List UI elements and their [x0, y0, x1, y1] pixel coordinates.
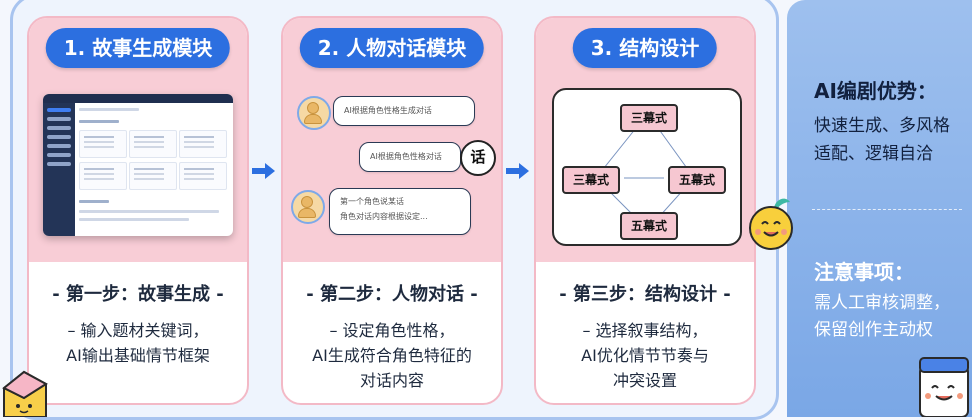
advantages-line: 快速生成、多风格	[814, 116, 950, 136]
notes-text: 需人工审核调整， 保留创作主动权	[814, 290, 950, 344]
description-line: 对话内容	[359, 371, 424, 390]
structure-node: 五幕式	[668, 166, 726, 194]
card-illustration-area: 1. 故事生成模块	[29, 18, 247, 262]
advantages-title: AI编剧优势：	[814, 79, 937, 103]
info-panel	[787, 0, 972, 417]
story-generation-card: 1. 故事生成模块 - 第一步：故事生成 - – 输入题材关键词， AI输出基础…	[27, 16, 249, 405]
card-illustration-area: 2. 人物对话模块 AI根据角色性格生成对话 AI根据角色性格对话 话 第一个角…	[283, 18, 501, 262]
chat-bubble: AI根据角色性格对话	[359, 142, 461, 172]
description-line: AI生成符合角色特征的	[312, 346, 472, 365]
step-description: – 选择叙事结构， AI优化情节节奏与 冲突设置	[536, 318, 754, 393]
description-line: AI输出基础情节框架	[66, 346, 210, 365]
description-line: 冲突设置	[612, 371, 677, 390]
bubble-line: 角色对话内容根据设定...	[340, 212, 428, 221]
description-line: AI优化情节节奏与	[581, 346, 709, 365]
divider	[812, 209, 962, 210]
smiley-mascot-icon	[749, 198, 793, 250]
structure-node: 三幕式	[562, 166, 620, 194]
structure-diagram: 三幕式 三幕式 五幕式 五幕式	[552, 88, 742, 246]
step-label: - 第二步：人物对话 -	[306, 284, 478, 305]
module-title-pill: 3. 结构设计	[572, 28, 718, 68]
bubble-line: 第一个角色说某话	[340, 197, 404, 206]
step-description: – 设定角色性格， AI生成符合角色特征的 对话内容	[283, 318, 501, 393]
description-line: – 输入题材关键词，	[67, 321, 209, 340]
module-title-pill: 1. 故事生成模块	[45, 28, 231, 68]
step-description: – 输入题材关键词， AI输出基础情节框架	[29, 318, 247, 368]
chat-bubble: AI根据角色性格生成对话	[333, 96, 475, 126]
notes-title: 注意事项：	[814, 260, 914, 284]
structure-node: 三幕式	[620, 104, 678, 132]
user-avatar-icon	[297, 96, 331, 130]
card-illustration-area: 3. 结构设计 三幕式 三幕式 五幕式 五幕式	[536, 18, 754, 262]
step-label: - 第三步：结构设计 -	[559, 284, 731, 305]
advantages-line: 适配、逻辑自洽	[814, 144, 933, 164]
notes-line: 保留创作主动权	[814, 320, 933, 340]
advantages-text: 快速生成、多风格 适配、逻辑自洽	[814, 112, 950, 168]
structure-card: 3. 结构设计 三幕式 三幕式 五幕式 五幕式 - 第三步：结构设计 - – 选…	[534, 16, 756, 405]
module-title-pill: 2. 人物对话模块	[299, 28, 485, 68]
dialogue-card: 2. 人物对话模块 AI根据角色性格生成对话 AI根据角色性格对话 话 第一个角…	[281, 16, 503, 405]
robot-mascot-icon	[919, 357, 969, 417]
dashboard-screenshot	[43, 94, 233, 236]
cube-mascot-icon	[2, 370, 48, 417]
structure-node: 五幕式	[620, 212, 678, 240]
chat-bubble: 第一个角色说某话 角色对话内容根据设定...	[329, 188, 471, 235]
step-label: - 第一步：故事生成 -	[52, 284, 224, 305]
description-line: – 设定角色性格，	[329, 321, 455, 340]
arrow-right-icon	[506, 163, 529, 179]
arrow-right-icon	[252, 163, 275, 179]
speech-icon: 话	[460, 140, 496, 176]
notes-line: 需人工审核调整，	[814, 293, 950, 313]
user-avatar-icon	[291, 190, 325, 224]
description-line: – 选择叙事结构，	[582, 321, 708, 340]
